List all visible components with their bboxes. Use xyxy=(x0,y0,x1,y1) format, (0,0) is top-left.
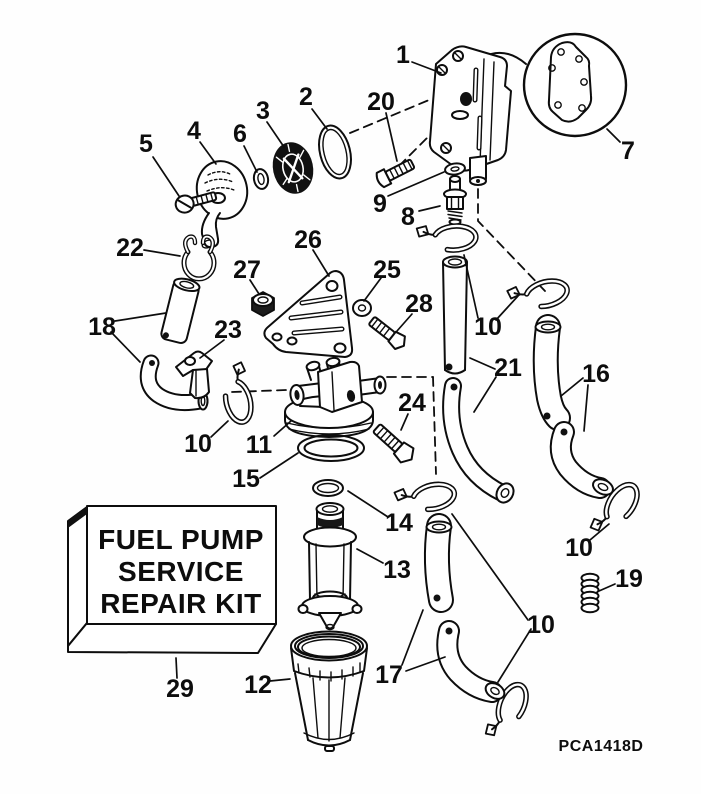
callout-3: 3 xyxy=(256,97,270,125)
fuel-tube-21 xyxy=(442,255,468,375)
callout-28: 28 xyxy=(405,290,433,318)
callout-11: 11 xyxy=(246,431,273,459)
callout-22: 22 xyxy=(116,234,144,262)
bracket-bolt xyxy=(368,316,406,351)
small-bracket xyxy=(175,350,213,400)
callout-10-left: 10 xyxy=(184,430,212,458)
lever-screw xyxy=(174,191,218,214)
filter-head xyxy=(284,356,387,438)
filter-element xyxy=(297,502,363,631)
kit-box-line3: REPAIR KIT xyxy=(100,588,262,619)
fuel-tube-straight xyxy=(160,277,201,344)
callout-6: 6 xyxy=(233,120,247,148)
callout-17: 17 xyxy=(375,661,403,689)
callout-15: 15 xyxy=(232,465,260,493)
gasket-inset-circle xyxy=(482,32,628,138)
mounting-bracket xyxy=(263,270,354,358)
callout-29: 29 xyxy=(166,675,194,703)
callout-4: 4 xyxy=(187,117,201,145)
callout-21: 21 xyxy=(494,354,522,382)
hose-clamp-d xyxy=(394,483,455,512)
fuel-fitting xyxy=(443,175,467,226)
coil-spring xyxy=(580,572,600,614)
callout-27: 27 xyxy=(233,256,261,284)
drawing-code: PCA1418D xyxy=(559,738,644,755)
callout-12: 12 xyxy=(244,671,272,699)
callout-10-bottom: 10 xyxy=(527,611,555,639)
pump-lever xyxy=(195,160,249,249)
callout-labels: 1 2 3 4 5 6 7 8 9 20 22 26 27 25 28 10 1… xyxy=(88,41,643,703)
callout-8: 8 xyxy=(401,203,415,231)
fuel-hose-curved xyxy=(139,354,209,411)
callout-24: 24 xyxy=(398,389,426,417)
pump-bolt xyxy=(375,158,416,189)
flat-washer xyxy=(352,299,372,317)
outlet-washer xyxy=(444,162,466,176)
grommet xyxy=(252,168,270,190)
hose-clamp-b xyxy=(507,279,569,310)
callout-2: 2 xyxy=(299,83,313,111)
callout-13: 13 xyxy=(383,556,411,584)
callout-23: 23 xyxy=(214,316,242,344)
o-ring-filter-head xyxy=(297,434,365,462)
callout-20: 20 xyxy=(367,88,395,116)
hex-nut xyxy=(251,291,275,317)
hose-clamp-a xyxy=(415,223,476,252)
callout-19: 19 xyxy=(615,565,643,593)
fuel-hose-21 xyxy=(442,377,515,504)
filter-head-bolt xyxy=(372,423,415,464)
fuel-hose-17 xyxy=(436,620,506,703)
fuel-tube-16 xyxy=(532,314,571,431)
o-ring-large xyxy=(318,124,352,180)
o-ring-small xyxy=(312,479,344,497)
callout-leader-lines xyxy=(110,61,621,683)
callout-1: 1 xyxy=(396,41,410,69)
callout-10-top: 10 xyxy=(474,313,502,341)
repair-kit-box: FUEL PUMP SERVICE REPAIR KIT xyxy=(67,505,277,654)
fuel-tube-17 xyxy=(423,513,454,613)
kit-box-line1: FUEL PUMP xyxy=(98,524,264,555)
kit-box-line2: SERVICE xyxy=(118,556,244,587)
callout-7: 7 xyxy=(621,137,635,165)
spring-clip xyxy=(181,234,217,282)
callout-5: 5 xyxy=(139,130,153,158)
filter-bowl xyxy=(290,630,368,752)
fuel-pump-body xyxy=(428,45,512,186)
callout-26: 26 xyxy=(294,226,322,254)
callout-25: 25 xyxy=(373,256,401,284)
check-valve-dark xyxy=(272,142,314,194)
callout-14: 14 xyxy=(385,509,413,537)
assembly-dashed-lines xyxy=(231,99,546,475)
callout-16: 16 xyxy=(582,360,610,388)
callout-10-right: 10 xyxy=(565,534,593,562)
fuel-hose-16 xyxy=(549,421,614,499)
callout-18: 18 xyxy=(88,313,116,341)
callout-9: 9 xyxy=(373,190,387,218)
